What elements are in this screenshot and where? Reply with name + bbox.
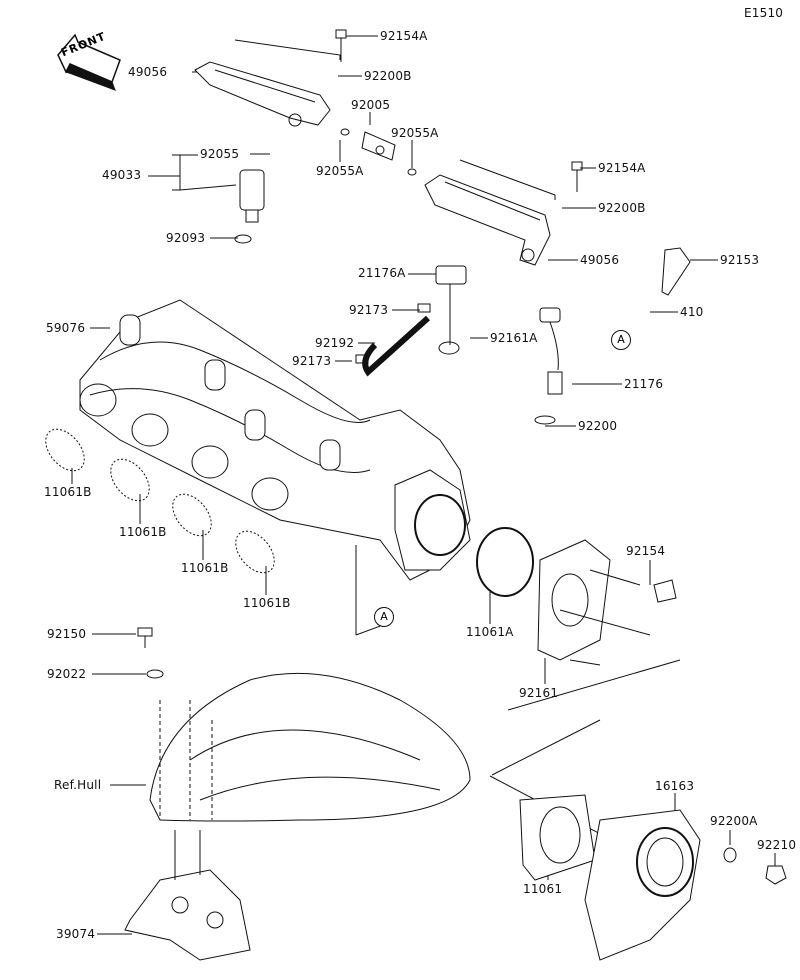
sensors: [355, 265, 563, 425]
part-label: 92154A: [380, 29, 428, 43]
part-label: 21176A: [358, 266, 406, 280]
part-label: 11061B: [243, 596, 291, 610]
part-label: 92200B: [598, 201, 646, 215]
part-label: 92093: [166, 231, 206, 245]
part-label: 49056: [580, 253, 620, 267]
part-label: 92173: [292, 354, 332, 368]
front-arrow-icon: [57, 33, 121, 91]
fuel-rail-lower: [424, 174, 551, 266]
gaskets: [45, 428, 651, 881]
part-label: 92150: [47, 627, 87, 641]
part-label: 92161A: [490, 331, 538, 345]
intake-manifold: [79, 299, 471, 581]
ref-marker-a: A: [611, 330, 631, 350]
part-label: 92200: [578, 419, 618, 433]
part-label: 92210: [757, 838, 797, 852]
part-label: 49033: [102, 168, 142, 182]
part-label: 92055A: [391, 126, 439, 140]
diagram-code: E1510: [744, 6, 784, 20]
part-label: 11061B: [119, 525, 167, 539]
part-label: 92055A: [316, 164, 364, 178]
fuel-connector: [340, 128, 417, 176]
leader-lines: [71, 35, 776, 935]
part-label: Ref.Hull: [54, 778, 102, 792]
part-label: 92200A: [710, 814, 758, 828]
part-label: 92161: [519, 686, 559, 700]
throttle-body: [584, 809, 701, 961]
part-label: 92154A: [598, 161, 646, 175]
part-label: 11061A: [466, 625, 514, 639]
part-label: 92153: [720, 253, 760, 267]
part-label: 92192: [315, 336, 355, 350]
fuel-rail-upper: [194, 61, 331, 127]
part-label: 49056: [128, 65, 168, 79]
part-label: 11061B: [181, 561, 229, 575]
part-label: 11061B: [44, 485, 92, 499]
part-label: 92055: [200, 147, 240, 161]
part-label: 16163: [655, 779, 695, 793]
hull: [149, 672, 471, 822]
injector: [234, 169, 265, 244]
bolts: [137, 29, 787, 885]
bracket: [124, 830, 251, 961]
part-label: 92173: [349, 303, 389, 317]
part-label: 39074: [56, 927, 96, 941]
part-label: 21176: [624, 377, 664, 391]
part-label: 92022: [47, 667, 87, 681]
part-label: 92200B: [364, 69, 412, 83]
part-label: 410: [680, 305, 704, 319]
part-label: 92005: [351, 98, 391, 112]
part-label: 92154: [626, 544, 666, 558]
part-label: 11061: [523, 882, 563, 896]
ref-marker-a: A: [374, 607, 394, 627]
part-label: 59076: [46, 321, 86, 335]
